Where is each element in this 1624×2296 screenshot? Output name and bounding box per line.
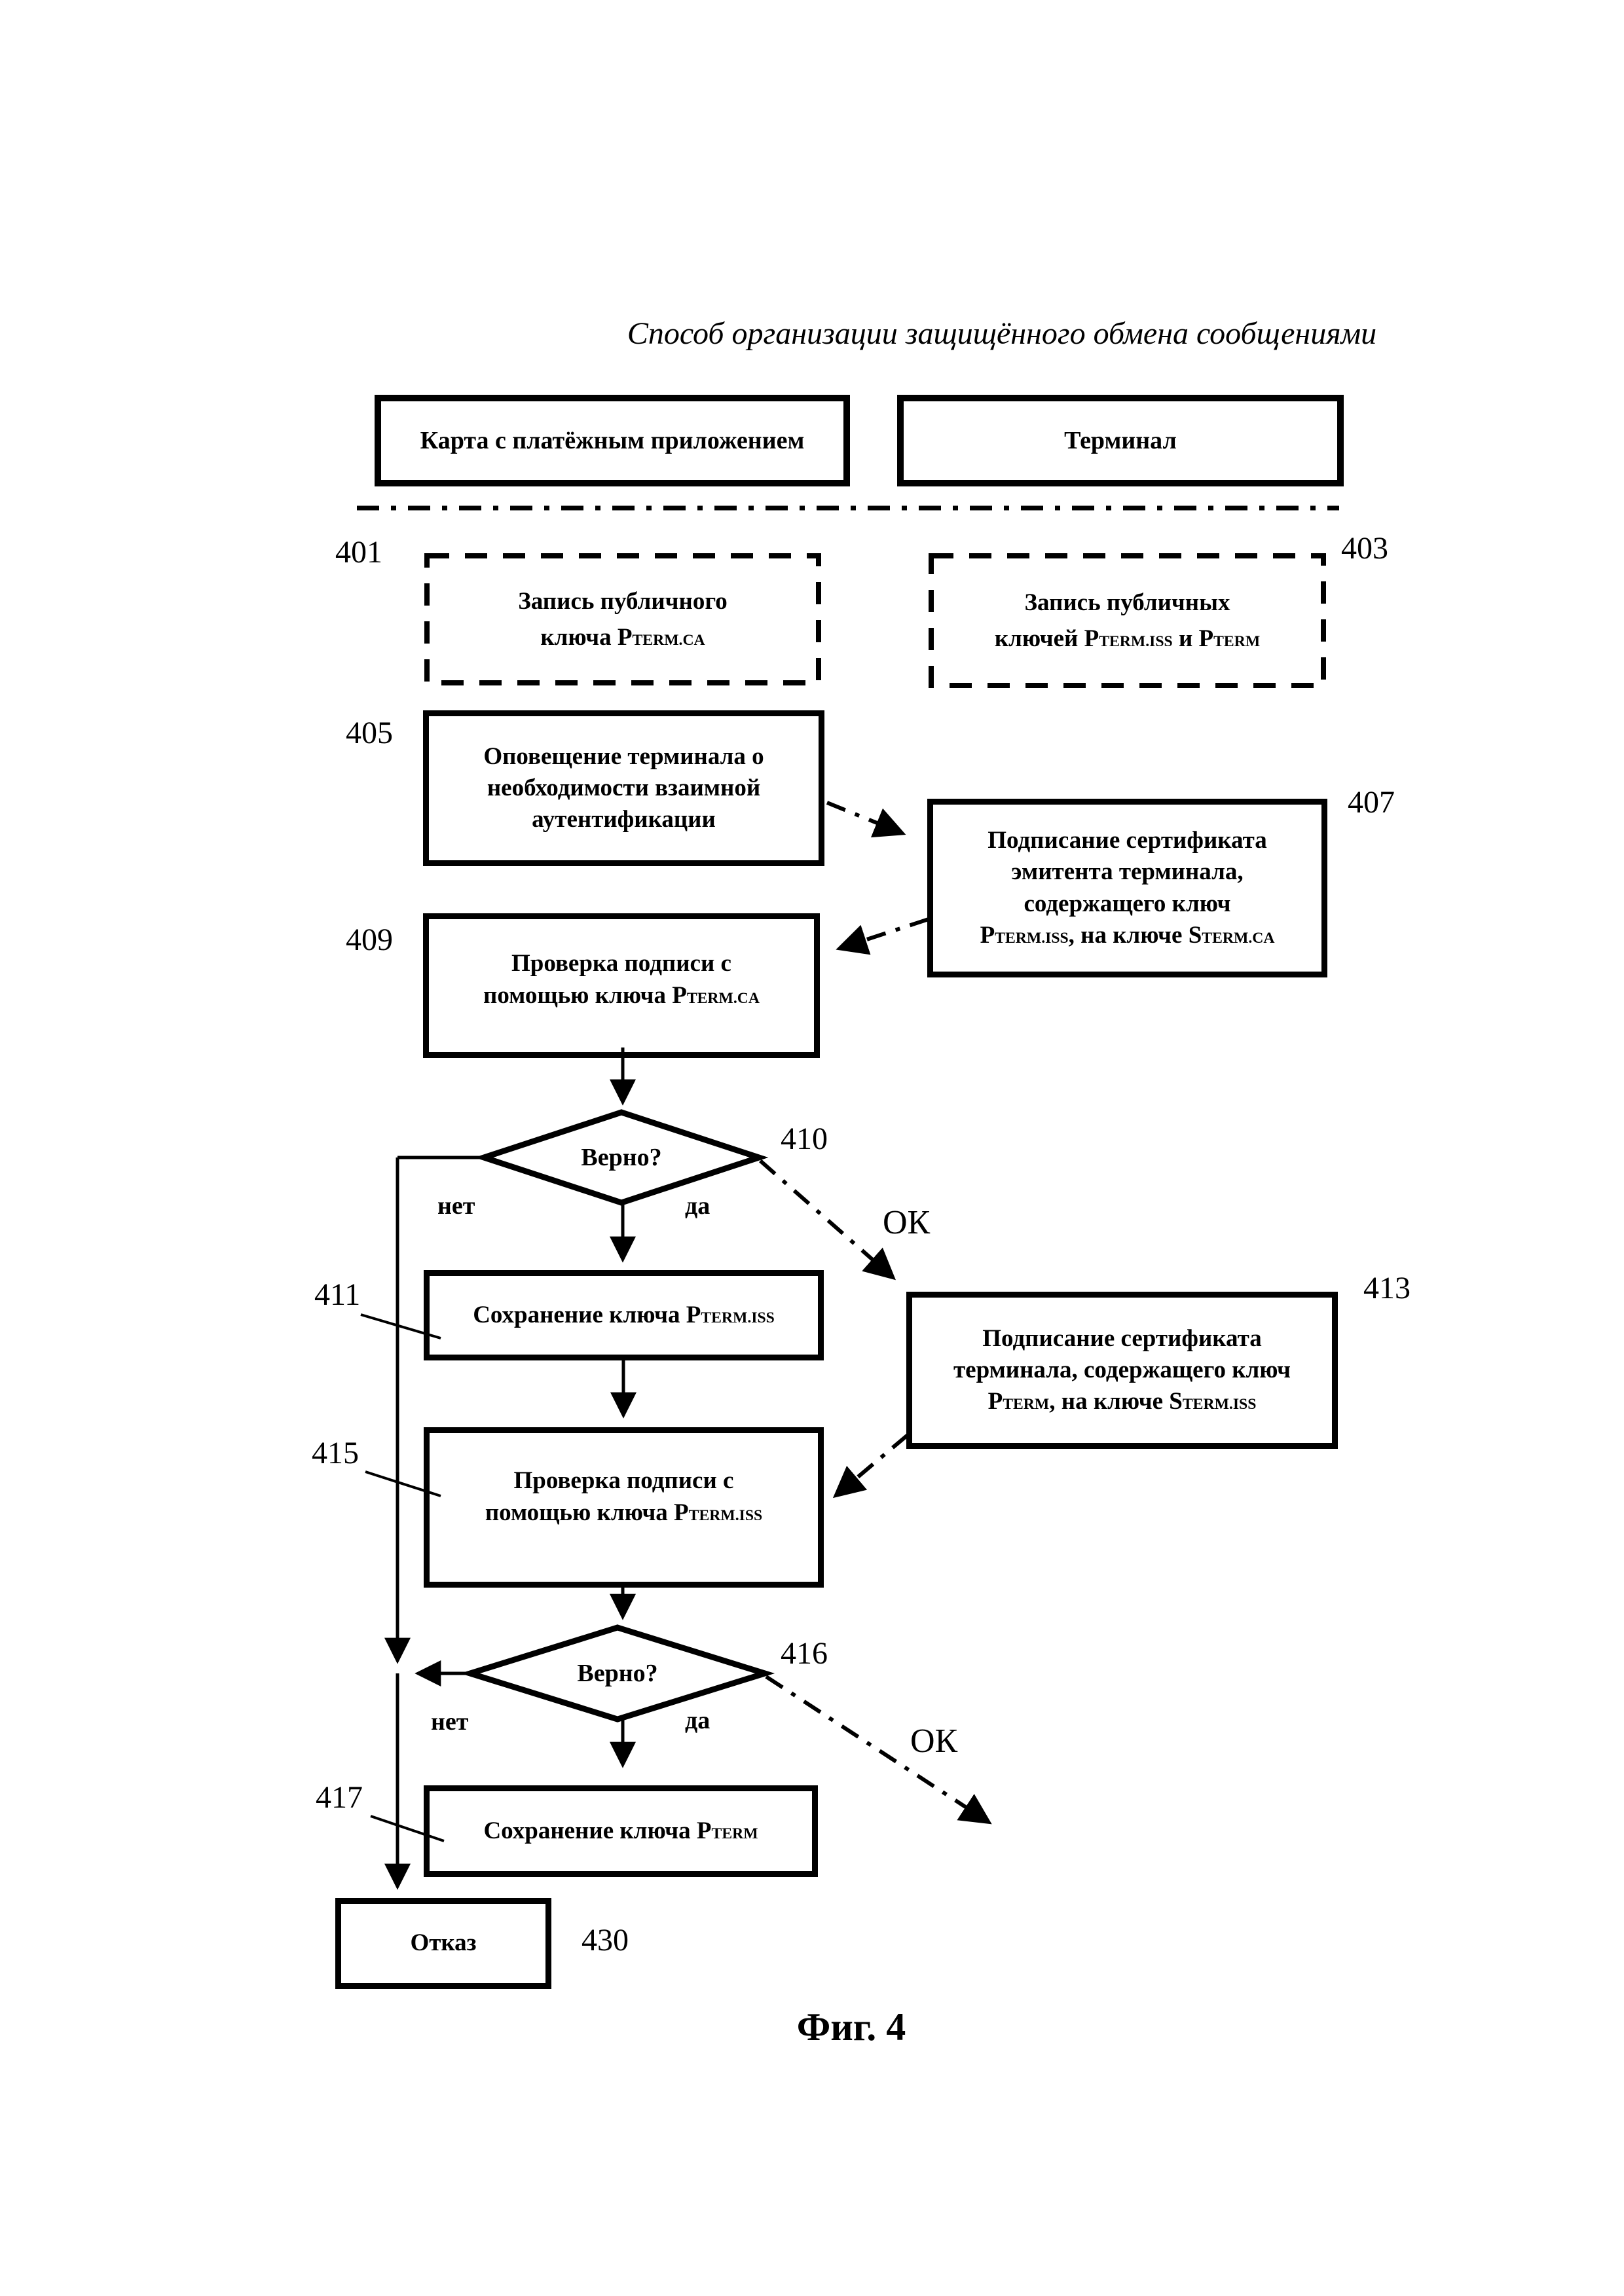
message-arrow-413-to-415 <box>832 1433 909 1499</box>
figure-caption: Фиг. 4 <box>796 2005 906 2049</box>
branch-416-yes: да <box>685 1707 710 1734</box>
message-arrow-410-ok-to-413 <box>759 1159 896 1281</box>
step-401-dashed-box <box>424 553 821 685</box>
ref-409: 409 <box>346 922 393 957</box>
lane-header-terminal: Терминал <box>897 395 1344 486</box>
ref-430: 430 <box>581 1923 629 1958</box>
step-417-box: Сохранение ключа PTERM <box>424 1785 818 1877</box>
decision-416-label: Верно? <box>577 1660 658 1687</box>
ref-407: 407 <box>1348 785 1395 820</box>
branch-410-yes: да <box>685 1192 710 1220</box>
figure-title: Способ организации защищённого обмена со… <box>627 316 1377 351</box>
branch-410-no: нет <box>437 1192 475 1220</box>
ref-401: 401 <box>335 535 382 570</box>
step-411-box: Сохранение ключа PTERM.ISS <box>424 1270 824 1360</box>
step-403-dashed-box <box>929 553 1326 688</box>
ref-403: 403 <box>1341 531 1388 566</box>
branch-416-ok: ОК <box>910 1722 958 1760</box>
decision-416-diamond <box>460 1624 775 1722</box>
ref-410: 410 <box>781 1121 828 1156</box>
ref-411: 411 <box>314 1277 361 1312</box>
ref-415: 415 <box>312 1436 359 1470</box>
branch-410-ok: ОК <box>883 1204 931 1241</box>
leader-line-417 <box>370 1815 445 1842</box>
ref-417: 417 <box>316 1780 363 1815</box>
lane-header-card: Карта с платёжным приложением <box>375 395 850 486</box>
step-430-refusal-box: Отказ <box>335 1898 551 1989</box>
branch-416-no: нет <box>431 1708 469 1736</box>
ref-413: 413 <box>1363 1271 1411 1305</box>
decision-410-label: Верно? <box>581 1144 662 1171</box>
message-arrow-405-to-407 <box>826 801 906 838</box>
message-arrow-407-to-409 <box>836 917 929 955</box>
ref-405: 405 <box>346 716 393 750</box>
ref-416: 416 <box>781 1636 828 1671</box>
